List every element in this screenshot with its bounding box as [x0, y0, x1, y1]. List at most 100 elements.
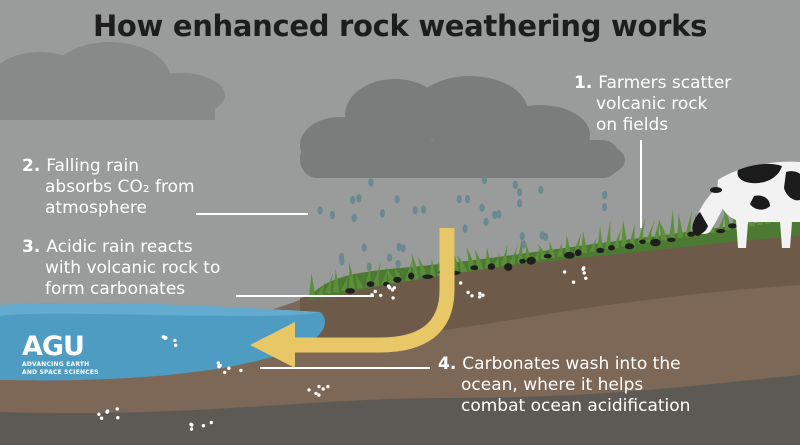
carbonate-particle: [163, 336, 167, 340]
rain-drop: [339, 257, 345, 266]
volcanic-rock: [366, 281, 375, 287]
grass-blade: [411, 252, 419, 280]
carbonate-particle: [584, 276, 588, 280]
rain-drop: [456, 195, 462, 204]
ocean: [0, 302, 325, 381]
step-3-line-1: Acidic rain reacts: [46, 237, 193, 257]
grass-blade: [573, 231, 582, 255]
grass-blade: [629, 223, 635, 246]
carbonate-particle: [227, 366, 231, 370]
carbonate-particle: [321, 387, 325, 391]
grass-blade: [613, 226, 623, 248]
rain-drop: [462, 224, 468, 233]
carbonate-particle: [190, 423, 194, 427]
grass-blade: [645, 220, 655, 243]
carbonate-particles: [97, 266, 588, 431]
grass-blade: [466, 246, 475, 271]
rain-drop: [394, 195, 400, 204]
rain-drop: [492, 210, 498, 220]
grass-blade: [348, 261, 355, 290]
volcanic-rock: [345, 288, 355, 294]
rain-drop: [350, 195, 356, 205]
grass-blade: [653, 217, 661, 242]
rain-drop: [361, 243, 367, 252]
grass-blade: [381, 266, 389, 285]
step-1-line-2: volcanic rock: [596, 94, 708, 114]
carbonate-particle: [477, 295, 482, 299]
carbonate-particle: [116, 416, 120, 420]
flow-arrow: [290, 228, 455, 353]
grass-blade: [355, 274, 363, 289]
ocean-surface: [0, 302, 320, 316]
grass-blade: [325, 272, 334, 294]
grass-blade: [557, 242, 563, 257]
bedrock-layer: [0, 370, 800, 445]
step-3-line-3: form carbonates: [45, 279, 186, 299]
rain-drop: [539, 231, 545, 240]
volcanic-rock: [408, 272, 415, 280]
volcanic-rock: [564, 251, 575, 259]
carbonate-particle: [459, 281, 463, 285]
volcanic-rock: [650, 238, 661, 247]
topsoil-layer: [300, 232, 800, 341]
step-3-number: 3.: [22, 237, 41, 257]
step-2-label: 2.Falling rain absorbs CO₂ from atmosphe…: [22, 156, 195, 219]
grass-blade: [637, 217, 646, 245]
carbonate-particle: [478, 291, 482, 296]
carbonate-particle: [481, 293, 485, 297]
grass-blade: [509, 244, 518, 265]
rain-drop: [512, 180, 518, 190]
volcanic-rock: [574, 249, 582, 257]
grass-blade: [621, 218, 627, 247]
grass-blade: [385, 266, 395, 284]
grass-blade: [341, 274, 349, 291]
rain-drop: [420, 205, 427, 214]
volcanic-rock: [639, 239, 646, 245]
carbonate-particle: [466, 290, 470, 295]
step-2-line-3: atmosphere: [45, 198, 147, 218]
rain-drop: [602, 190, 608, 200]
carbonate-particle: [115, 407, 119, 411]
grass-blade: [309, 272, 315, 296]
step-4-label: 4.Carbonates wash into the ocean, where …: [438, 354, 690, 417]
agu-logo-mark: AGU: [22, 331, 85, 362]
rain-drop: [483, 217, 489, 227]
carbonate-particle: [105, 410, 109, 414]
carbonate-particle: [326, 384, 330, 389]
volcanic-rock: [487, 263, 496, 270]
rain-drop: [379, 209, 386, 218]
carbonate-particle: [379, 293, 383, 298]
grass-blade: [549, 241, 555, 258]
grass-blade: [485, 246, 491, 269]
carbonate-particle: [391, 296, 395, 300]
carbonate-particle: [223, 370, 227, 375]
rain-drop: [400, 244, 406, 253]
step-2-line-2: absorbs CO₂ from: [45, 177, 195, 197]
rain-drop: [351, 213, 357, 223]
diagram-title: How enhanced rock weathering works: [92, 9, 708, 43]
volcanic-rock: [728, 223, 737, 229]
grass-blade: [581, 230, 587, 253]
volcanic-rock: [393, 276, 402, 283]
carbonate-particle: [189, 427, 194, 431]
volcanic-rock: [470, 265, 479, 271]
rain-drop: [481, 176, 487, 185]
rain-drop: [465, 195, 471, 204]
carbonate-particle: [174, 343, 178, 347]
carbonate-particle: [373, 289, 377, 294]
carbonate-particle: [562, 270, 567, 274]
carbonate-particle: [97, 412, 101, 416]
grass-field: [310, 218, 800, 300]
left-cloud: [0, 42, 225, 120]
carbonate-particle: [216, 361, 220, 365]
volcanic-rock: [716, 228, 726, 234]
grass-blade: [317, 279, 327, 295]
agu-logo-tagline-2: AND SPACE SCIENCES: [22, 369, 99, 376]
grass-blade: [669, 209, 675, 239]
grass-blade: [597, 225, 603, 251]
volcanic-rock: [543, 253, 552, 259]
rain-drop: [329, 210, 335, 220]
rain-drop: [317, 206, 323, 215]
